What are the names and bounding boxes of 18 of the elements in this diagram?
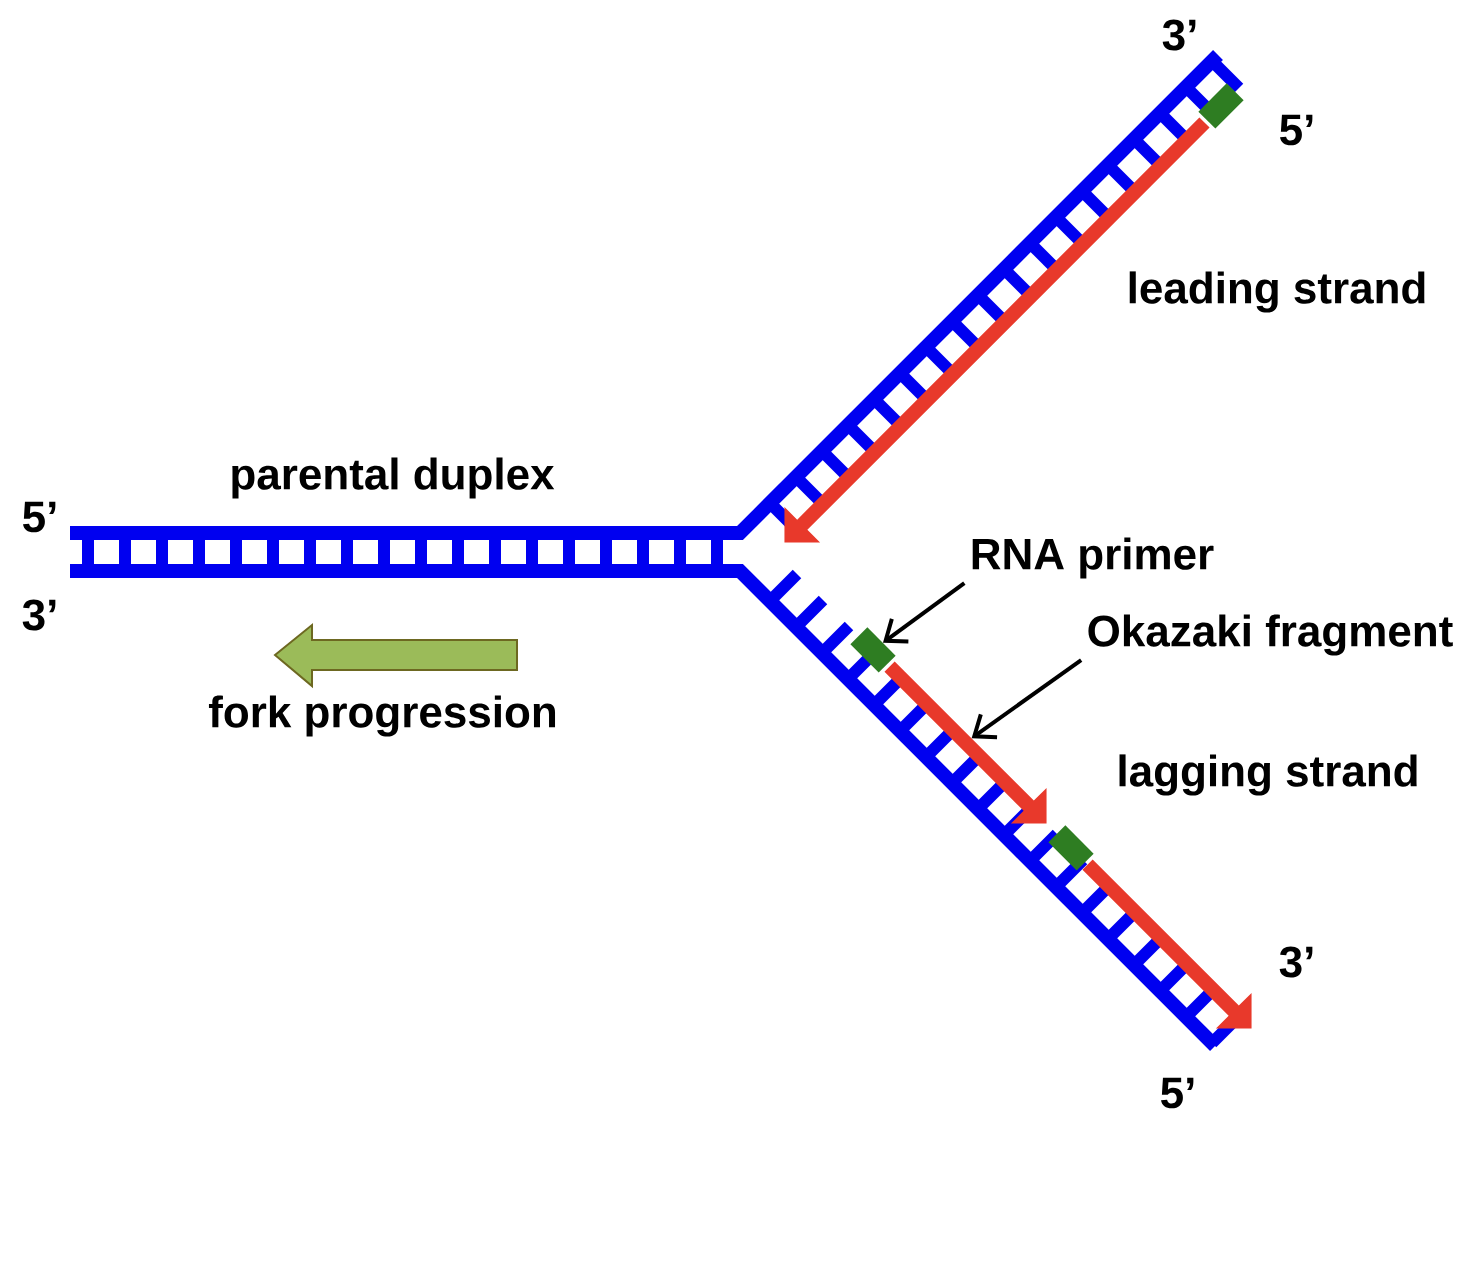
strand-label: lagging strand	[1119, 754, 1417, 796]
callout-text: RNA primer	[972, 537, 1214, 579]
leader-line	[882, 581, 966, 644]
direction-label: fork progression	[208, 695, 556, 737]
primer-block	[850, 627, 896, 673]
callout-text: Okazaki fragment	[1088, 614, 1453, 656]
strand-label: parental duplex	[232, 457, 555, 499]
primer-block	[1048, 825, 1094, 871]
primer-block	[1198, 83, 1244, 129]
okazaki-fragment	[884, 661, 1047, 824]
end-label: 5’	[23, 501, 56, 533]
strand-label: leading strand	[1129, 271, 1425, 313]
end-label: 5’	[1280, 114, 1313, 146]
end-label: 5’	[1161, 1077, 1194, 1109]
end-label: 3’	[1162, 19, 1196, 51]
okazaki-fragment	[1082, 859, 1252, 1029]
leader-line	[971, 658, 1083, 740]
end-label: 3’	[22, 599, 56, 631]
